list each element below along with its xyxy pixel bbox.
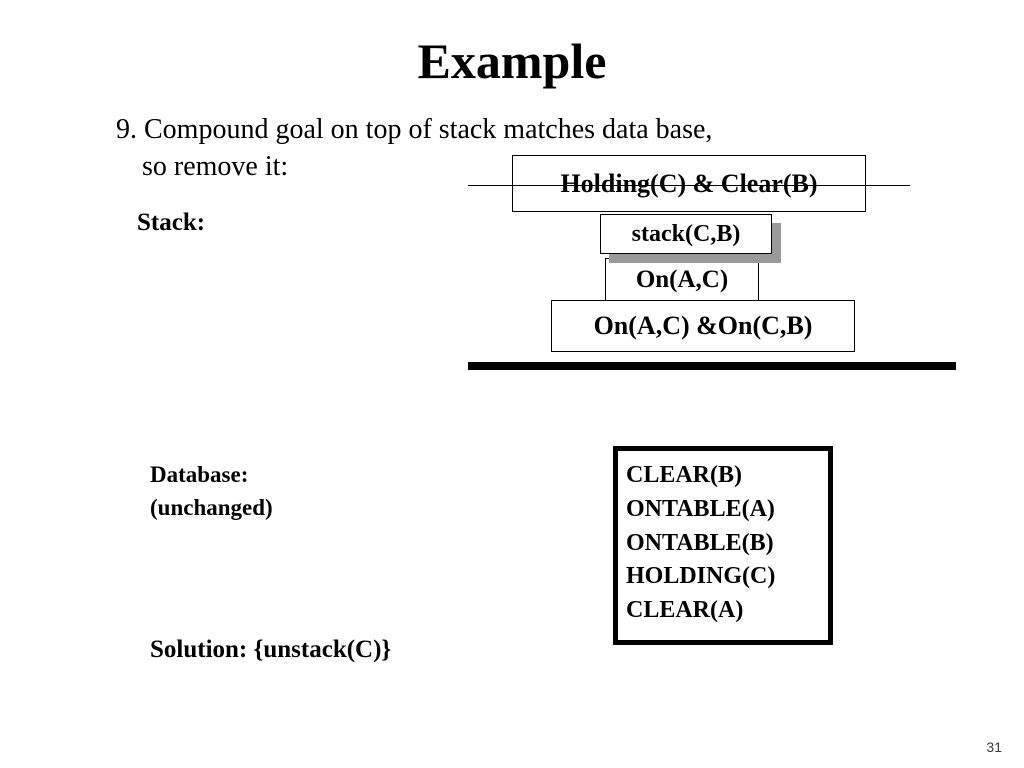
stack-entry-goal-text: Holding(C) & Clear(B) bbox=[560, 168, 818, 198]
stack-entry-conjunction: On(A,C) &On(C,B) bbox=[551, 300, 855, 352]
stack-entry-subgoal-text: On(A,C) bbox=[635, 265, 729, 293]
stack-label: Stack: bbox=[137, 209, 206, 236]
page-title: Example bbox=[417, 33, 607, 89]
stack-entry-operator-group: stack(C,B) bbox=[600, 214, 781, 263]
database-item: HOLDING(C) bbox=[626, 563, 776, 590]
bullet-line-1: 9. Compound goal on top of stack matches… bbox=[116, 114, 713, 145]
database-label-note: (unchanged) bbox=[150, 494, 273, 520]
bullet-paragraph: 9. Compound goal on top of stack matches… bbox=[116, 112, 876, 186]
page-number: 31 bbox=[986, 739, 1002, 755]
strikethrough-line bbox=[468, 185, 910, 186]
stack-base-rule bbox=[468, 362, 956, 370]
database-item: ONTABLE(A) bbox=[626, 495, 775, 522]
stack-entry-conjunction-text: On(A,C) &On(C,B) bbox=[593, 311, 813, 340]
database-item: CLEAR(A) bbox=[626, 597, 744, 624]
stack-entry-operator-text: stack(C,B) bbox=[631, 220, 741, 247]
database-label-title: Database: bbox=[150, 462, 249, 487]
database-item: CLEAR(B) bbox=[626, 462, 743, 488]
bullet-line-2: so remove it: bbox=[142, 150, 289, 182]
database-item: ONTABLE(B) bbox=[626, 529, 774, 556]
stack-entry-goal: Holding(C) & Clear(B) bbox=[512, 155, 866, 212]
database-box: CLEAR(B) ONTABLE(A) ONTABLE(B) HOLDING(C… bbox=[613, 446, 833, 645]
stack-entry-operator: stack(C,B) bbox=[600, 214, 772, 254]
database-label: Database: (unchanged) bbox=[150, 459, 273, 524]
stack-entry-subgoal: On(A,C) bbox=[605, 258, 759, 301]
solution-label: Solution: {unstack(C)} bbox=[150, 636, 392, 663]
